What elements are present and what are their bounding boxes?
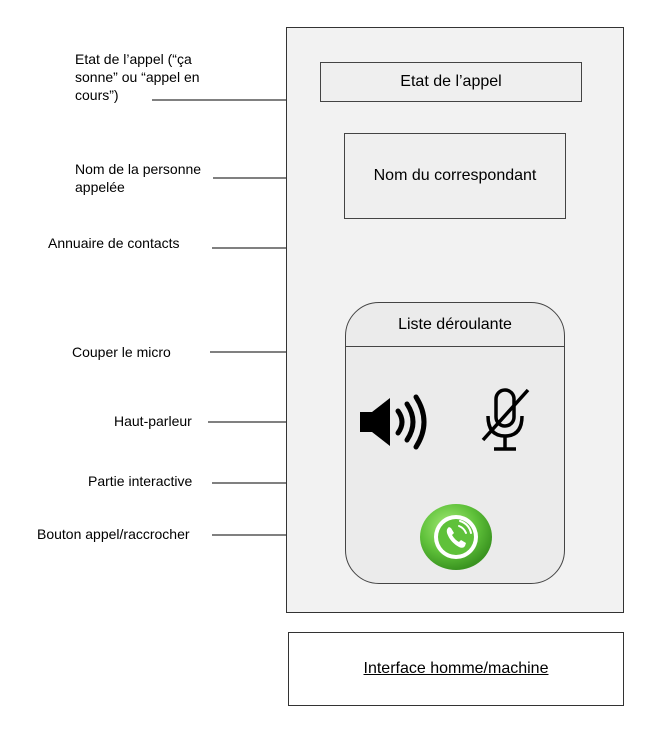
microphone-muted-icon[interactable] bbox=[478, 386, 532, 454]
annotation-contacts: Annuaire de contacts bbox=[48, 235, 180, 251]
call-state-box: Etat de l’appel bbox=[320, 62, 582, 102]
annotation-call-button: Bouton appel/raccrocher bbox=[37, 526, 190, 542]
annotation-called-name: Nom de la personne appelée bbox=[75, 161, 202, 195]
annotation-speaker: Haut-parleur bbox=[114, 413, 192, 429]
contacts-dropdown[interactable]: Liste déroulante bbox=[346, 303, 564, 347]
called-name-box: Nom du correspondant bbox=[344, 133, 566, 219]
hmi-label-box: Interface homme/machine bbox=[288, 632, 624, 706]
contacts-dropdown-label: Liste déroulante bbox=[398, 315, 512, 333]
phone-call-icon[interactable] bbox=[418, 502, 494, 572]
called-name-label: Nom du correspondant bbox=[373, 167, 537, 184]
hmi-label: Interface homme/machine bbox=[363, 660, 549, 677]
call-state-label: Etat de l’appel bbox=[400, 73, 502, 90]
annotation-call-state: Etat de l’appel (“ça sonne” ou “appel en… bbox=[75, 51, 200, 103]
annotation-mute: Couper le micro bbox=[72, 344, 171, 360]
annotation-interactive: Partie interactive bbox=[88, 473, 193, 489]
speaker-icon[interactable] bbox=[358, 394, 430, 450]
